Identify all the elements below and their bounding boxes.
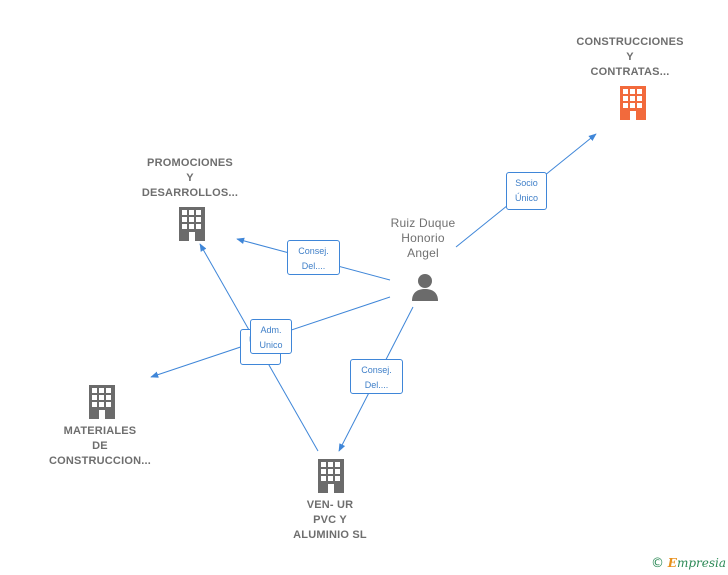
building-icon[interactable] [86, 385, 118, 419]
brand-name-rest: mpresia [676, 556, 726, 570]
edge-label-line: Del.... [364, 380, 389, 390]
node-label-line: Honorio [401, 231, 445, 245]
edge-label-line: Del.... [301, 261, 326, 271]
node-label-line: PROMOCIONES [147, 157, 233, 169]
edge-label-adm-unico[interactable]: Adm. Unico [250, 319, 292, 354]
edge-label-socio-unico[interactable]: Socio Único [506, 172, 547, 210]
node-label-line: DESARROLLOS... [141, 187, 239, 199]
node-label-promociones[interactable]: PROMOCIONES Y DESARROLLOS... [120, 156, 260, 201]
node-label-materiales[interactable]: MATERIALES DE CONSTRUCCION... [30, 424, 170, 469]
edge-label-line: Consej. [361, 365, 392, 375]
node-label-venur[interactable]: VEN- UR PVC Y ALUMINIO SL [260, 498, 400, 543]
node-label-line: Y [626, 51, 634, 63]
node-label-line: Ruiz Duque [390, 216, 456, 230]
edge-label-consej-venur[interactable]: Consej. Del.... [350, 359, 403, 394]
building-icon[interactable] [176, 207, 208, 241]
person-icon[interactable] [410, 272, 440, 302]
node-label-line: MATERIALES [63, 425, 137, 437]
node-label-line: Angel [407, 246, 439, 260]
edge-label-line: Adm. [260, 325, 282, 335]
edge-label-line: Consej. [298, 246, 329, 256]
node-label-line: DE [92, 440, 108, 452]
node-label-person[interactable]: Ruiz Duque Honorio Angel [363, 216, 483, 261]
edge-label-line: Único [514, 193, 538, 203]
brand-first-letter: E [667, 556, 677, 570]
building-icon[interactable] [617, 86, 649, 120]
node-label-line: VEN- UR [306, 499, 354, 511]
building-icon[interactable] [315, 459, 347, 493]
empresia-watermark: © Empresia [651, 556, 726, 571]
node-label-line: CONSTRUCCIONES [576, 36, 684, 48]
edge-label-line: Unico [259, 340, 283, 350]
node-label-line: Y [186, 172, 194, 184]
node-label-line: CONSTRUCCION... [49, 455, 151, 467]
node-label-line: PVC Y [313, 514, 347, 526]
edge-label-consej-promociones[interactable]: Consej. Del.... [287, 240, 340, 275]
node-label-line: ALUMINIO SL [293, 529, 367, 541]
node-label-line: CONTRATAS... [590, 66, 670, 78]
edge-label-line: Socio [515, 178, 538, 188]
copyright-symbol: © [650, 556, 664, 571]
node-label-construcciones[interactable]: CONSTRUCCIONES Y CONTRATAS... [560, 35, 700, 80]
